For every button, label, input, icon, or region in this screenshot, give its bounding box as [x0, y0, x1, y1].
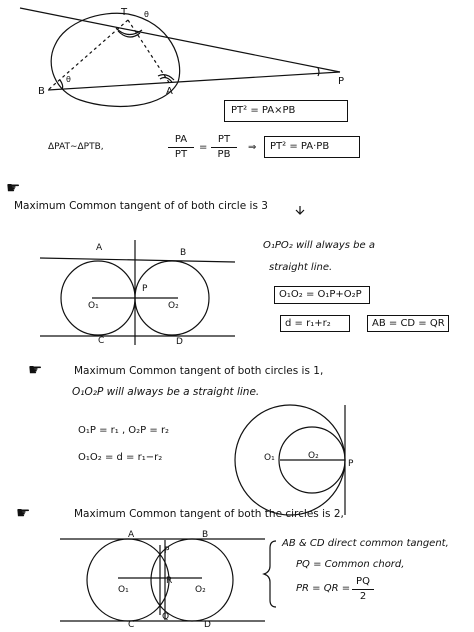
case3-diagram: [39, 240, 236, 345]
case1-label-P: P: [348, 459, 354, 469]
fig1-formula-box: PT² = PA×PB: [224, 100, 348, 122]
fig1-angle-B: [59, 79, 64, 90]
case2-label-O2: O₂: [195, 585, 206, 595]
case2-brace: [262, 540, 277, 608]
fig1-label-T: T: [121, 7, 128, 18]
case3-heading: Maximum Common tangent of of both circle…: [14, 200, 268, 212]
case1-eq1: O₁P = r₁ , O₂P = r₂: [78, 425, 170, 436]
case3-box3-text: AB = CD = QR: [372, 318, 445, 329]
case2-frac-num: PQ: [356, 576, 370, 587]
case2-label-O1: O₁: [118, 585, 129, 595]
case3-label-P: P: [142, 284, 148, 294]
case2-circle-left: [86, 538, 170, 622]
case3-label-B: B: [180, 248, 187, 258]
fig1-frac1: PA PT: [168, 134, 194, 161]
fig1-angle-A2: [159, 76, 173, 83]
fig1-angle-T: [115, 27, 143, 36]
fig1-angle-P: [317, 67, 320, 77]
case2-label-B: B: [202, 530, 209, 540]
case2-label-C: C: [128, 620, 135, 630]
case3-box2-text: d = r₁+r₂: [285, 318, 331, 329]
case3-tangent-top: [39, 257, 236, 263]
case3-label-D: D: [176, 337, 183, 347]
case3-arrow: [295, 206, 305, 215]
case1-diagram: [234, 404, 346, 516]
case3-label-O2: O₂: [168, 301, 179, 311]
case2-label-R: R: [166, 576, 173, 586]
fig1-frac1-num: PA: [174, 134, 188, 145]
fig1-secant-line: [47, 71, 341, 91]
fig1-equals: =: [199, 142, 208, 153]
fig1-formula-text: PT² = PA×PB: [231, 105, 296, 116]
case2-label-A: A: [128, 530, 135, 540]
case2-frac: PQ 2: [352, 576, 374, 603]
fig1-implies: ⇒: [248, 142, 257, 153]
case3-box1-text: O₁O₂ = O₁P+O₂P: [279, 289, 362, 300]
case2-label-D: D: [204, 620, 211, 630]
case3-label-A: A: [96, 243, 103, 253]
fig1-angle-A: [157, 74, 175, 81]
case2-heading: Maximum Common tangent of both the circl…: [74, 508, 344, 520]
case2-note3: PR = QR =: [296, 583, 351, 594]
case1-label-O2: O₂: [308, 451, 319, 461]
case3-line2: straight line.: [269, 262, 333, 273]
case2-frac-den: 2: [359, 591, 367, 602]
case2-note2: PQ = Common chord,: [296, 559, 405, 570]
case1-heading: Maximum Common tangent of both circles i…: [74, 365, 324, 377]
fig1-result-box: PT² = PA·PB: [264, 136, 360, 158]
case1-label-O1: O₁: [264, 453, 275, 463]
fig1-similar-text: ΔPAT∼ΔPTB,: [48, 142, 104, 152]
case3-line1: O₁PO₂ will always be a: [263, 240, 375, 251]
fig1-circle: [50, 12, 181, 108]
fig1-frac2-den: PB: [217, 149, 231, 160]
fig1-angle-T2: [117, 30, 141, 38]
fig1-tangent-line: [19, 7, 341, 73]
fig1-chord-TA: [127, 19, 171, 85]
hand-pointer-icon: ☛: [16, 503, 31, 522]
case3-label-C: C: [98, 336, 105, 346]
fig1-result-text: PT² = PA·PB: [270, 141, 330, 152]
case3-box1: O₁O₂ = O₁P+O₂P: [274, 286, 370, 304]
fig1-chord-TB: [47, 19, 129, 91]
case2-diagram: [60, 538, 265, 622]
case1-line2: O₁O₂P will always be a straight line.: [72, 386, 260, 398]
case1-eq2: O₁O₂ = d = r₁−r₂: [78, 452, 163, 463]
case3-box2: d = r₁+r₂: [280, 315, 350, 332]
fig1-label-theta-B: θ: [66, 75, 71, 84]
fig1-label-theta-top: θ: [144, 10, 149, 19]
hand-pointer-icon: ☛: [6, 178, 21, 197]
hand-pointer-icon: ☛: [28, 360, 43, 379]
case2-label-P: P: [164, 546, 170, 556]
fig1-diagram: [19, 7, 341, 108]
fig1-frac1-den: PT: [174, 149, 188, 160]
fig1-label-B: B: [38, 86, 45, 97]
fig1-label-A: A: [166, 86, 173, 97]
case2-note1: AB & CD direct common tangent,: [282, 538, 449, 549]
fig1-frac2-num: PT: [217, 134, 231, 145]
fig1-label-P: P: [338, 76, 345, 87]
case2-label-Q: Q: [162, 612, 170, 622]
fig1-frac2: PT PB: [211, 134, 237, 161]
case3-box3: AB = CD = QR: [367, 315, 449, 332]
case3-label-O1: O₁: [88, 301, 99, 311]
